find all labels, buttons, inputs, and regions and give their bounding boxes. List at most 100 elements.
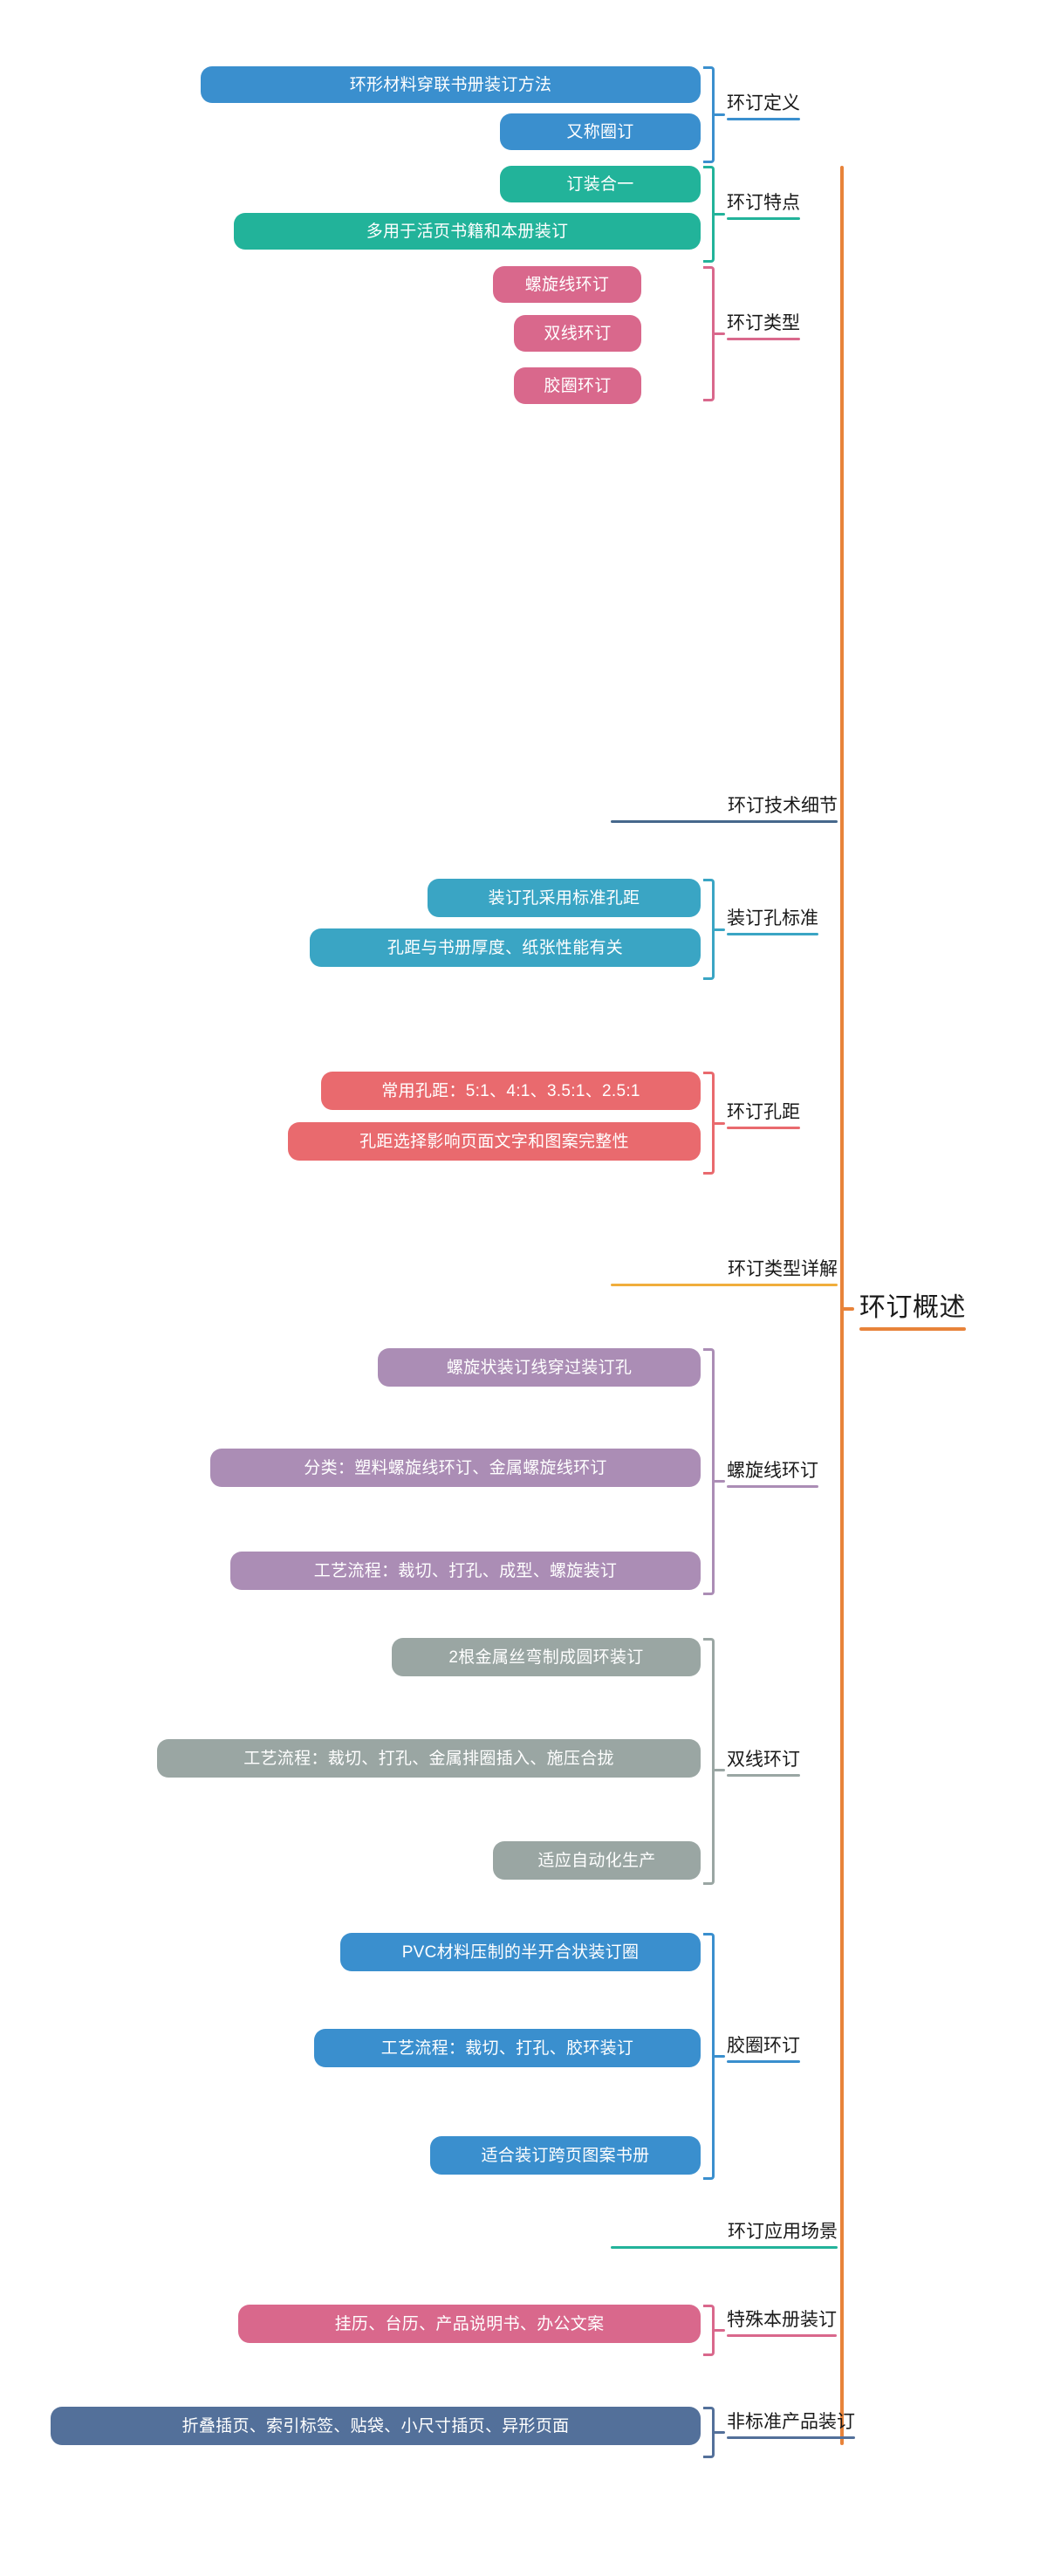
branch-label-zhuangdingkong-biaozhun[interactable]: 装订孔标准 [727,909,818,935]
branch-bracket [703,1933,715,2180]
branch-connector-tick [714,332,725,335]
section-label-application-scene[interactable]: 环订应用场景 [611,2223,838,2249]
branch-bracket [703,1348,715,1595]
leaf-label: 胶圈环订 [544,376,612,395]
root-node[interactable]: 环订概述 [859,1295,966,1331]
branch-label-luoxuanxian-huanding[interactable]: 螺旋线环订 [727,1462,818,1488]
branch-label-feibiaozhun-chanpin-zhuangding[interactable]: 非标准产品装订 [727,2413,855,2439]
branch-label-huanding-leixing[interactable]: 环订类型 [727,314,800,340]
leaf-label: 双线环订 [544,324,612,343]
branch-connector-tick [714,1480,725,1483]
branch-bracket [703,2305,715,2356]
branch-underline [727,1127,800,1129]
section-label-type-detail[interactable]: 环订类型详解 [611,1260,838,1286]
branch-label-shuangxian-huanding[interactable]: 双线环订 [727,1750,800,1777]
leaf-node[interactable]: 胶圈环订 [514,367,641,404]
branch-underline [727,933,818,935]
branch-connector-tick [714,928,725,931]
leaf-label: 订装合一 [566,175,634,194]
leaf-node[interactable]: 适合装订跨页图案书册 [430,2136,701,2175]
leaf-label: 工艺流程：裁切、打孔、金属排圈插入、施压合拢 [243,1749,614,1768]
leaf-node[interactable]: 螺旋状装订线穿过装订孔 [378,1348,701,1387]
branch-bracket [703,266,715,401]
leaf-label: 多用于活页书籍和本册装订 [366,222,569,241]
leaf-label: 分类：塑料螺旋线环订、金属螺旋线环订 [304,1458,607,1477]
leaf-node[interactable]: PVC材料压制的半开合状装订圈 [340,1933,701,1971]
branch-label-text: 特殊本册装订 [727,2310,837,2330]
branch-connector-tick [714,2431,725,2434]
branch-label-teshu-bence-zhuangding[interactable]: 特殊本册装订 [727,2311,837,2337]
section-label-text: 环订技术细节 [728,796,838,816]
leaf-node[interactable]: 多用于活页书籍和本册装订 [234,213,701,250]
leaf-node[interactable]: 分类：塑料螺旋线环订、金属螺旋线环订 [210,1449,701,1487]
section-label-technical-detail[interactable]: 环订技术细节 [611,797,838,823]
branch-connector-tick [714,213,725,216]
branch-label-text: 环订特点 [727,193,800,213]
leaf-node[interactable]: 工艺流程：裁切、打孔、胶环装订 [314,2029,701,2067]
branch-underline [727,1774,800,1777]
branch-label-text: 环订类型 [727,313,800,333]
leaf-node[interactable]: 螺旋线环订 [493,266,641,303]
branch-underline [727,2334,837,2337]
branch-label-huanding-kongju[interactable]: 环订孔距 [727,1103,800,1129]
branch-connector-tick [714,2329,725,2332]
leaf-node[interactable]: 挂历、台历、产品说明书、办公文案 [238,2305,701,2343]
leaf-label: 孔距选择影响页面文字和图案完整性 [359,1132,629,1151]
root-node-underline [859,1327,966,1331]
branch-bracket [703,1638,715,1885]
branch-label-huanding-tedian[interactable]: 环订特点 [727,194,800,220]
root-node-label: 环订概述 [859,1293,966,1322]
branch-underline [727,1485,818,1488]
leaf-label: 又称圈订 [566,122,634,141]
section-underline [611,1284,838,1286]
leaf-label: 螺旋状装订线穿过装订孔 [446,1358,633,1377]
leaf-node[interactable]: 常用孔距：5:1、4:1、3.5:1、2.5:1 [321,1072,701,1110]
leaf-node[interactable]: 环形材料穿联书册装订方法 [201,66,701,103]
leaf-node[interactable]: 装订孔采用标准孔距 [428,879,701,917]
root-connector-tick [840,1307,854,1311]
branch-label-text: 环订定义 [727,93,800,113]
section-label-text: 环订类型详解 [728,1259,838,1279]
leaf-label: 2根金属丝弯制成圆环装订 [448,1648,644,1667]
leaf-node[interactable]: 孔距选择影响页面文字和图案完整性 [288,1122,701,1161]
leaf-node[interactable]: 折叠插页、索引标签、贴袋、小尺寸插页、异形页面 [51,2407,701,2445]
leaf-node[interactable]: 双线环订 [514,315,641,352]
branch-connector-tick [714,1122,725,1125]
leaf-label: 适应自动化生产 [537,1851,656,1870]
leaf-label: 挂历、台历、产品说明书、办公文案 [334,2314,605,2333]
leaf-node[interactable]: 孔距与书册厚度、纸张性能有关 [310,928,701,967]
branch-connector-tick [714,2055,725,2058]
branch-bracket [703,66,715,163]
branch-label-text: 双线环订 [727,1750,800,1770]
leaf-node[interactable]: 订装合一 [500,166,701,202]
leaf-node[interactable]: 又称圈订 [500,113,701,150]
branch-connector-tick [714,1769,725,1771]
branch-bracket [703,166,715,263]
leaf-label: 适合装订跨页图案书册 [481,2146,650,2165]
leaf-label: 工艺流程：裁切、打孔、胶环装订 [380,2038,634,2058]
leaf-node[interactable]: 适应自动化生产 [493,1841,701,1880]
leaf-label: 折叠插页、索引标签、贴袋、小尺寸插页、异形页面 [181,2416,570,2436]
branch-label-text: 胶圈环订 [727,2036,800,2056]
root-spine [840,166,844,2445]
section-underline [611,820,838,823]
leaf-label: PVC材料压制的半开合状装订圈 [401,1942,640,1962]
leaf-node[interactable]: 工艺流程：裁切、打孔、金属排圈插入、施压合拢 [157,1739,701,1778]
leaf-label: 螺旋线环订 [524,275,610,294]
branch-underline [727,2060,800,2063]
branch-underline [727,2436,855,2439]
branch-connector-tick [714,113,725,116]
section-underline [611,2246,838,2249]
branch-bracket [703,879,715,980]
leaf-node[interactable]: 2根金属丝弯制成圆环装订 [392,1638,701,1676]
branch-label-text: 环订孔距 [727,1102,800,1122]
leaf-label: 工艺流程：裁切、打孔、成型、螺旋装订 [313,1561,618,1580]
leaf-label: 孔距与书册厚度、纸张性能有关 [387,938,624,957]
branch-label-text: 装订孔标准 [727,908,818,928]
branch-label-huanding-dingyi[interactable]: 环订定义 [727,94,800,120]
branch-underline [727,118,800,120]
branch-label-jiaoquan-huanding[interactable]: 胶圈环订 [727,2037,800,2063]
branch-underline [727,338,800,340]
leaf-node[interactable]: 工艺流程：裁切、打孔、成型、螺旋装订 [230,1552,701,1590]
